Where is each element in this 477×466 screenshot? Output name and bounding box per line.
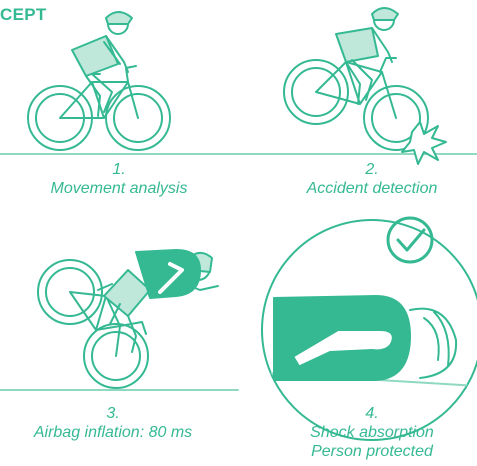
- rider-icon: [103, 251, 219, 353]
- step-1-caption: 1. Movement analysis: [24, 160, 214, 198]
- step-number: 3.: [106, 405, 120, 422]
- rider-icon: [71, 11, 133, 117]
- bicycle-icon: [283, 57, 429, 151]
- check-circle-icon: [386, 216, 434, 264]
- step-number: 1.: [112, 161, 126, 178]
- step-label: Accident detection: [306, 180, 438, 197]
- rider-icon: [335, 7, 399, 105]
- panel-3-airbag-inflating: [0, 249, 239, 391]
- bicycle-icon: [37, 259, 149, 389]
- concept-title: CEPT: [0, 5, 47, 24]
- step-number: 2.: [365, 161, 379, 178]
- step-number: 4.: [365, 405, 379, 422]
- step-label-line-2: Person protected: [311, 443, 433, 460]
- step-4-caption: 4. Shock absorption Person protected: [272, 404, 472, 461]
- step-label: Airbag inflation: 80 ms: [33, 424, 193, 441]
- step-2-caption: 2. Accident detection: [272, 160, 472, 198]
- bicycle-icon: [27, 65, 171, 151]
- step-3-caption: 3. Airbag inflation: 80 ms: [0, 404, 226, 442]
- step-label-line-1: Shock absorption: [310, 424, 434, 441]
- panel-4-person-protected: [261, 216, 477, 441]
- step-label: Movement analysis: [50, 180, 188, 197]
- panel-2-cyclist-crash: [237, 7, 477, 165]
- airbag-icon: [135, 249, 201, 299]
- panel-1-cyclist: [0, 11, 239, 155]
- impact-burst-icon: [401, 121, 447, 165]
- helmet-icon: [409, 307, 458, 379]
